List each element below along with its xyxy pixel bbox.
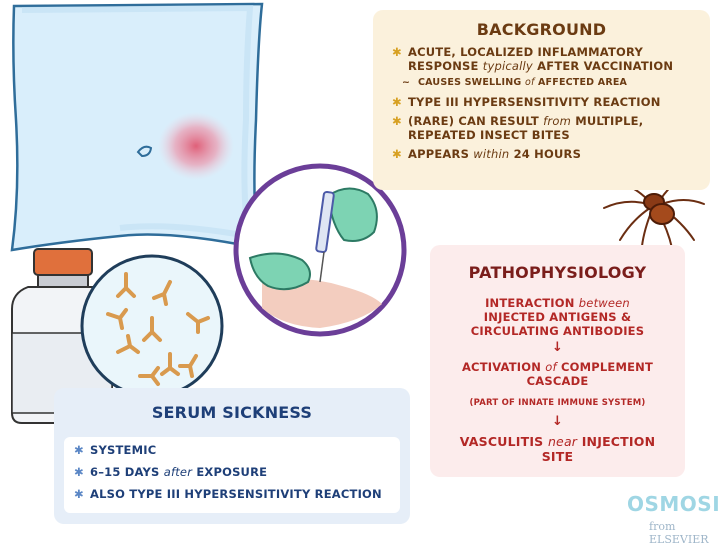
serum-sickness-list: ✱ SYSTEMIC ✱ 6–15 DAYS after EXPOSURE ✱ …	[74, 444, 382, 510]
bullet-icon: ✱	[392, 114, 402, 128]
list-item: ✱ ACUTE, LOCALIZED INFLAMMATORY RESPONSE…	[392, 45, 674, 73]
list-item: ~ CAUSES SWELLING of AFFECTED AREA	[402, 77, 628, 88]
bullet-icon: ✱	[392, 94, 402, 109]
bullet-icon: ✱	[74, 443, 84, 457]
bullet-icon: ✱	[74, 487, 84, 501]
injection-illustration	[233, 163, 407, 337]
pathophysiology-panel	[430, 245, 685, 477]
bullet-icon: ✱	[392, 147, 402, 161]
list-item: ✱ (RARE) CAN RESULT from MULTIPLE, REPEA…	[392, 114, 644, 142]
abdomen-illustration	[10, 2, 264, 252]
bullet-icon: ✱	[392, 45, 402, 59]
down-arrow-icon: ↓	[552, 340, 563, 355]
navel	[136, 145, 153, 158]
patho-step-vasculitis: VASCULITIS near INJECTION SITE	[459, 434, 656, 464]
list-item: ✱ SYSTEMIC	[74, 443, 157, 457]
antibodies-magnified-illustration	[80, 254, 224, 398]
serum-sickness-title: SERUM SICKNESS	[151, 403, 313, 422]
pathophysiology-title: PATHOPHYSIOLOGY	[468, 263, 647, 282]
elsevier-logo-text: from ELSEVIER	[649, 520, 709, 546]
patho-step-complement: ACTIVATION of COMPLEMENT CASCADE	[461, 360, 654, 388]
background-title: BACKGROUND	[476, 20, 607, 39]
list-item: ✱ APPEARS within 24 HOURS	[392, 147, 582, 161]
list-item: ✱ TYPE III HYPERSENSITIVITY REACTION	[392, 94, 661, 109]
patho-step-interaction: INTERACTION between INJECTED ANTIGENS & …	[470, 296, 645, 338]
bullet-icon: ✱	[74, 465, 84, 479]
background-panel	[373, 10, 710, 190]
rash-patch	[158, 112, 234, 180]
spider-icon	[603, 173, 705, 249]
serum-sickness-box	[64, 437, 400, 513]
patho-note: (PART of INNATE IMMUNE SYSTEM)	[469, 398, 646, 408]
background-list: ✱ ACUTE, LOCALIZED INFLAMMATORY RESPONSE…	[392, 45, 702, 168]
list-item: ✱ ALSO TYPE III HYPERSENSITIVITY REACTIO…	[74, 487, 382, 501]
down-arrow-icon: ↓	[552, 414, 563, 429]
osmosis-logo: OSMOSIS	[627, 492, 720, 516]
list-item: ✱ 6–15 DAYS after EXPOSURE	[74, 465, 268, 479]
